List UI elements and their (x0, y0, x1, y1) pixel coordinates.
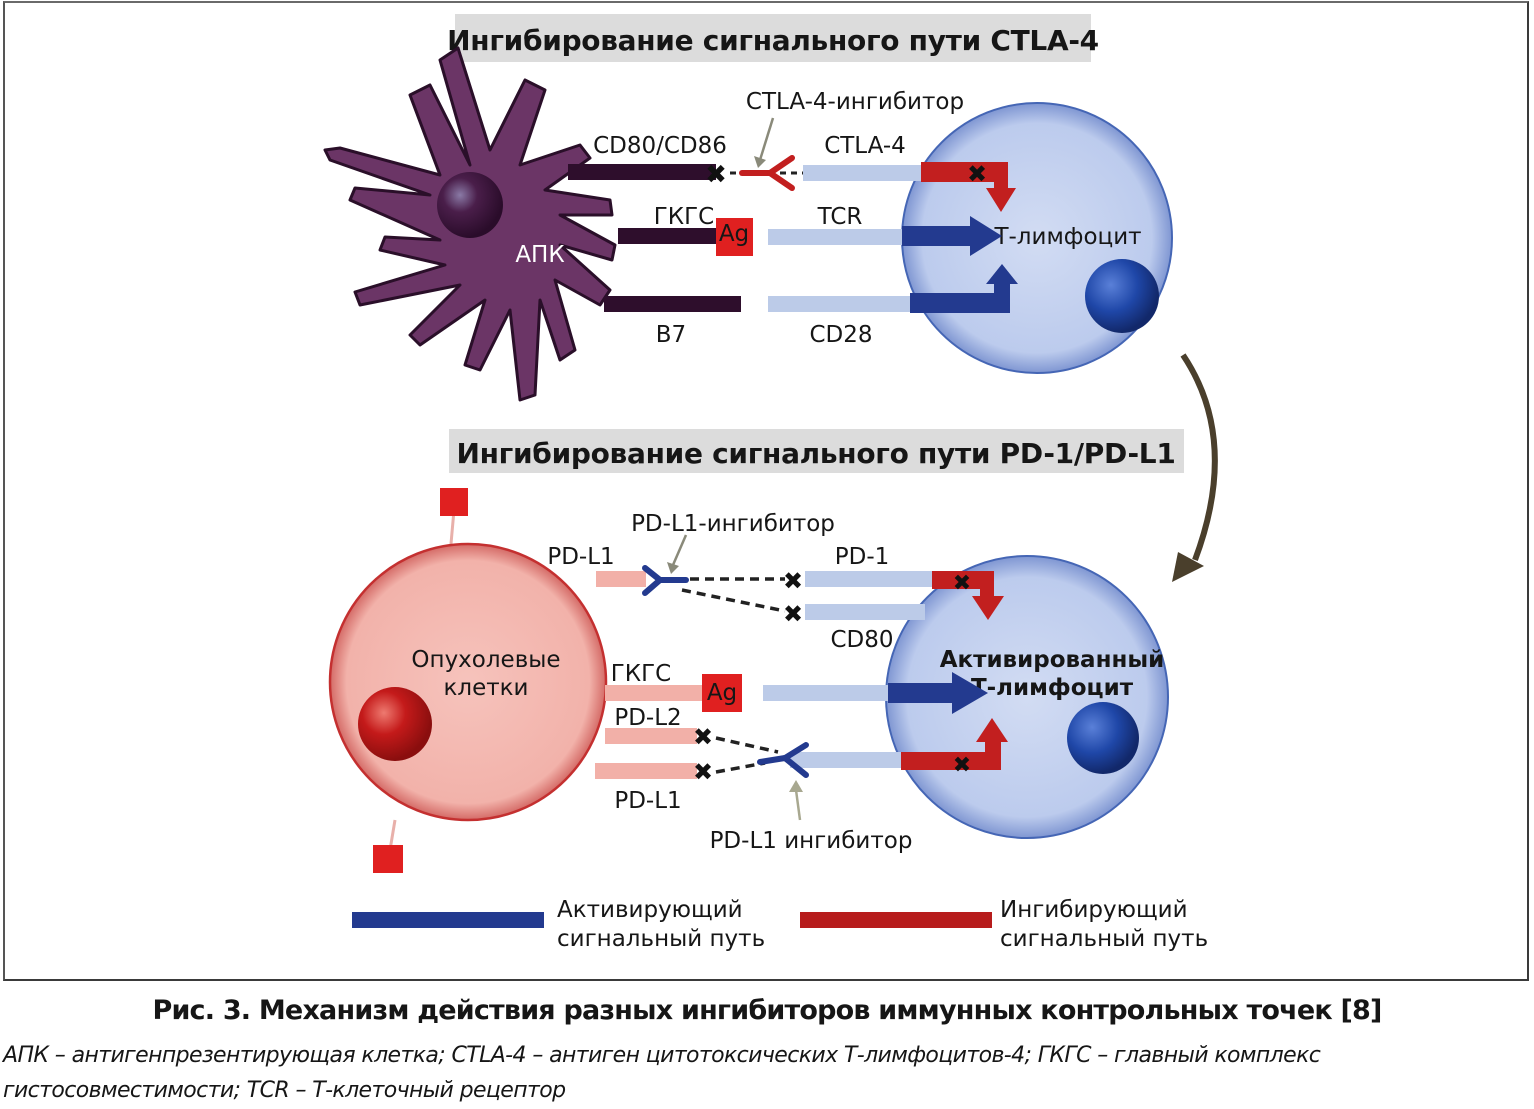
ligand-pd-l1-bottom-bar (595, 763, 697, 779)
legend-inhibiting-line2: сигнальный путь (1000, 926, 1208, 952)
figure-frame (3, 1, 1529, 981)
legend-activating-line2: сигнальный путь (557, 926, 765, 952)
pd-l1-inhibitor-top-label: PD-L1-ингибитор (631, 511, 835, 537)
ctla4-panel: Ингибирование сигнального пути CTLA-4 АП… (323, 14, 1173, 402)
immune-checkpoint-diagram: Ингибирование сигнального пути CTLA-4 АП… (323, 14, 1218, 952)
inhibitory-arrow: ✖ (932, 571, 1004, 620)
block-x-icon: ✖ (705, 160, 727, 190)
pd1-panel: Ингибирование сигнального пути PD-1/PD-L… (328, 429, 1184, 873)
ctla4-title: Ингибирование сигнального пути CTLA-4 (447, 24, 1099, 57)
receptor-ctla4-bar (803, 165, 921, 181)
pd1-title-box (449, 429, 1184, 473)
legend-inhibiting-swatch (800, 912, 992, 928)
receptor-cd28-bar (768, 296, 918, 312)
block-x-icon: ✖ (967, 160, 987, 188)
apc-nucleus (437, 172, 503, 238)
pd-l1-inhibitor-antibody-top-icon (642, 565, 689, 596)
ligand-cd80-cd86-bar (568, 164, 716, 180)
receptor-label-tcr: TCR (817, 204, 863, 230)
pd-l1-inhibitor-bottom-label: PD-L1 ингибитор (710, 828, 913, 854)
activated-t-cell-label-line1: Активированный (940, 647, 1165, 673)
activated-t-cell-label-line2: Т-лимфоцит (971, 675, 1134, 701)
ligand-label-cd80-cd86: CD80/CD86 (593, 133, 727, 159)
receptor-cd80-bar (805, 604, 925, 620)
inhibitory-arrow: ✖ (921, 160, 1016, 212)
ligand-label-pd-l1-bottom: PD-L1 (614, 788, 681, 814)
ligand-label-mhc: ГКГС (611, 661, 671, 687)
ligand-label-pd-l1-top: PD-L1 (547, 544, 614, 570)
receptor-pd1-bar (805, 571, 933, 587)
transition-arrow-icon (1172, 353, 1218, 582)
antigen-label: Ag (707, 680, 737, 706)
antigen-label: Ag (719, 221, 749, 247)
ligand-b7-bar (604, 296, 741, 312)
ligand-pd-l1-top-bar (596, 571, 646, 587)
ligand-mhc-bar (605, 685, 703, 701)
block-x-icon: ✖ (953, 753, 971, 778)
receptor-label-cd80: CD80 (830, 627, 893, 653)
receptor-label-ctla4: CTLA-4 (824, 133, 906, 159)
pointer-arrow-icon (758, 117, 775, 161)
ligand-label-mhc: ГКГС (654, 204, 714, 230)
tumor-marker-top (440, 488, 468, 516)
ligand-label-b7: B7 (656, 322, 686, 348)
ligand-label-pd-l2: PD-L2 (614, 705, 681, 731)
legend-inhibiting-line1: Ингибирующий (1000, 897, 1188, 923)
tumor-marker-bottom (373, 845, 403, 873)
receptor-bottom-bar (790, 752, 905, 768)
tumor-label-line2: клетки (444, 675, 529, 701)
pointer-arrow-icon (794, 789, 802, 821)
tumor-label-line1: Опухолевые (411, 647, 560, 673)
pointer-arrow-icon (671, 534, 688, 566)
block-x-icon: ✖ (693, 758, 713, 786)
antigen-box (716, 218, 753, 256)
legend: Активирующий сигнальный путь Ингибирующи… (352, 897, 1208, 952)
activating-arrow-tcr (888, 672, 988, 714)
receptor-label-cd28: CD28 (809, 322, 872, 348)
pd-l1-inhibitor-antibody-bottom-icon (757, 742, 809, 778)
activated-t-cell-nucleus (1067, 702, 1139, 774)
legend-activating-line1: Активирующий (557, 897, 743, 923)
figure-caption-title: Рис. 3. Механизм действия разных ингибит… (152, 995, 1382, 1026)
apc-cell: АПК (323, 46, 617, 402)
block-x-icon: ✖ (693, 723, 713, 751)
activating-arrow-tcr (902, 216, 1002, 256)
receptor-label-pd1: PD-1 (835, 544, 890, 570)
ctla4-inhibitor-label: CTLA-4-ингибитор (746, 89, 964, 115)
tumor-cell: Опухолевые клетки (328, 488, 608, 873)
ligand-pd-l2-bar (605, 728, 697, 744)
block-x-icon: ✖ (953, 571, 971, 596)
block-x-icon: ✖ (783, 567, 803, 595)
receptor-tcr-bar (763, 685, 893, 701)
receptor-tcr-bar (768, 229, 904, 245)
ligand-mhc-bar (618, 228, 718, 244)
ctla4-inhibitor-antibody-icon (739, 155, 795, 191)
legend-activating-swatch (352, 912, 544, 928)
t-cell-nucleus (1085, 259, 1159, 333)
pd1-title: Ингибирование сигнального пути PD-1/PD-L… (456, 437, 1175, 470)
t-cell-label: Т-лимфоцит (993, 224, 1141, 250)
inhibitory-arrow: ✖ (901, 718, 1008, 778)
ctla4-title-box (455, 14, 1091, 62)
figure-caption-note: АПК – антигенпрезентирующая клетка; CTLA… (3, 1043, 1321, 1103)
tumor-nucleus (358, 687, 432, 761)
apc-label: АПК (515, 242, 564, 268)
activating-arrow-cd28 (910, 264, 1018, 313)
antigen-box (702, 674, 742, 712)
block-x-icon: ✖ (783, 600, 803, 628)
